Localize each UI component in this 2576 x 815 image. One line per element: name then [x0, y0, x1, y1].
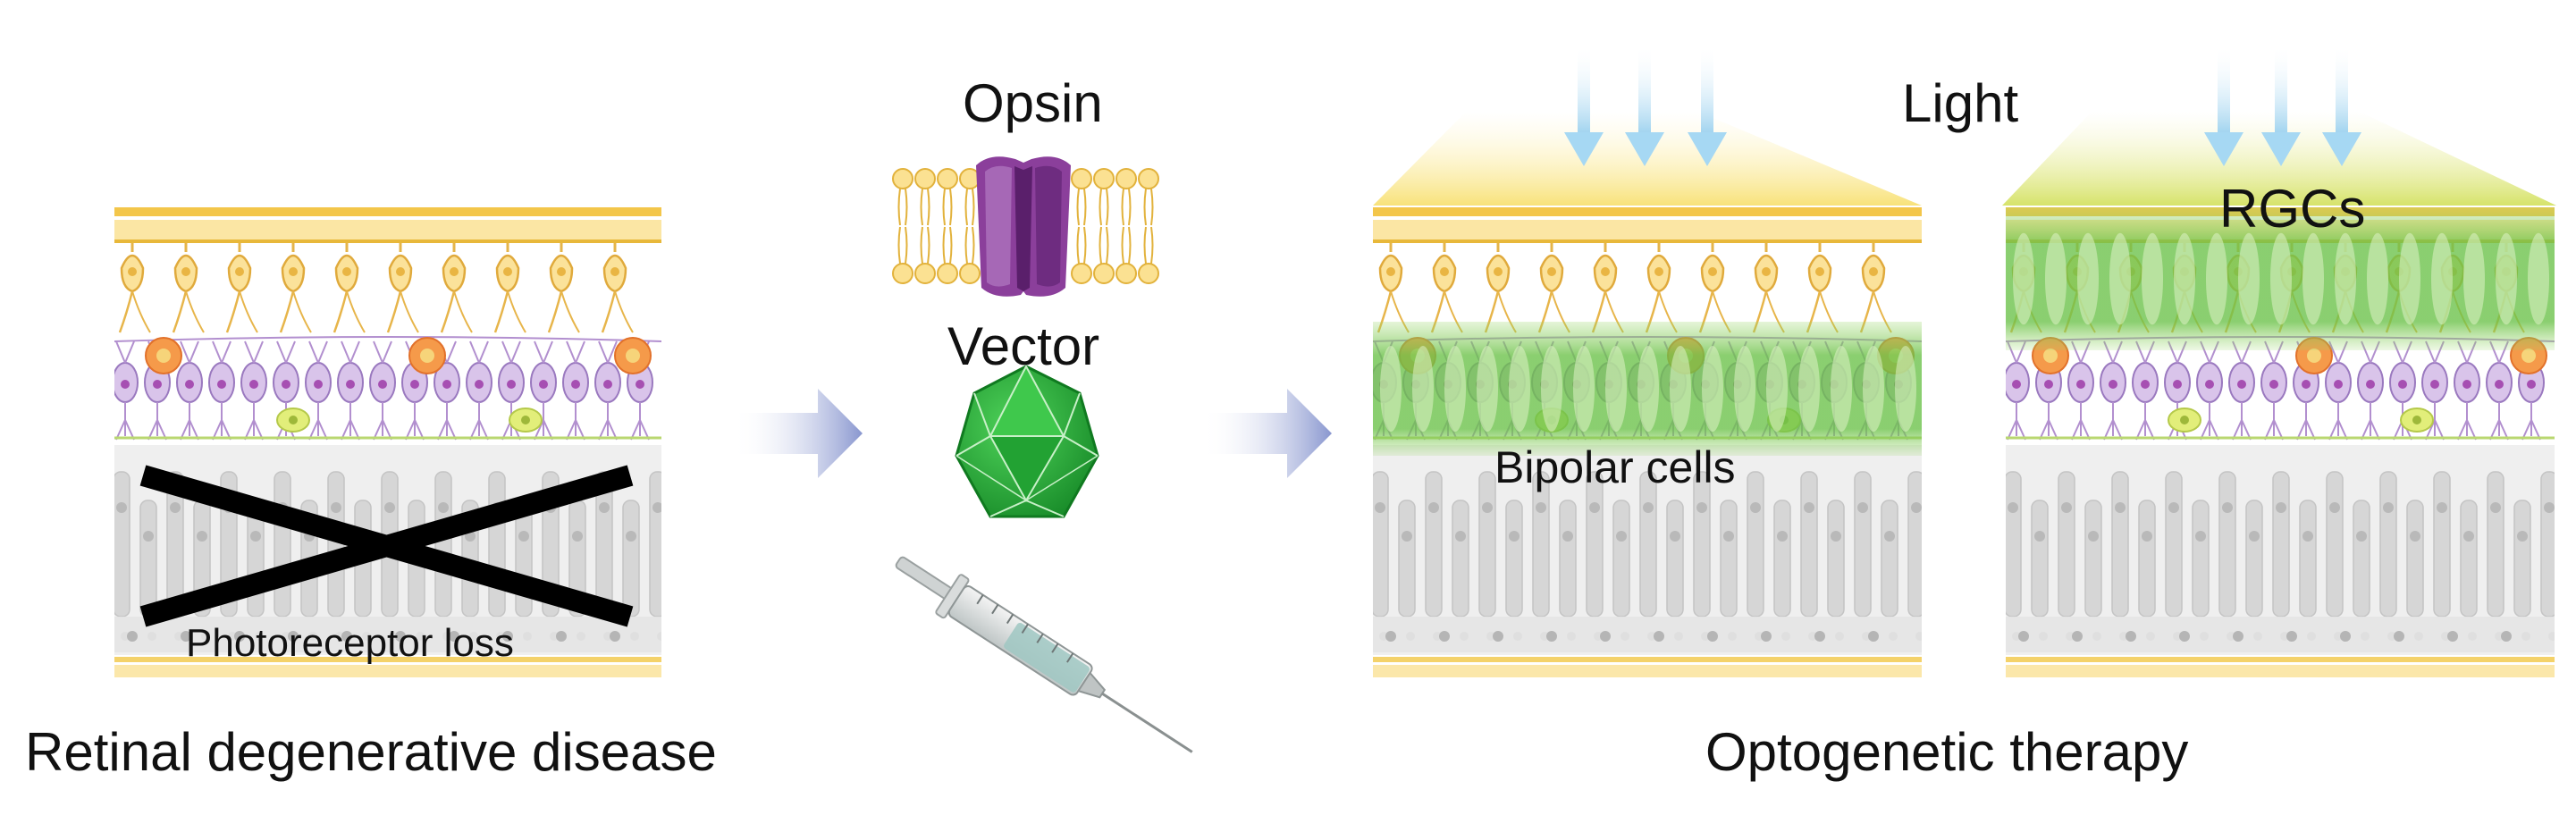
- photoreceptor-loss-x-mark: [139, 465, 634, 627]
- retinal-degenerative-disease-caption: Retinal degenerative disease: [25, 722, 717, 782]
- retina-panel-rgc-therapy: [2006, 207, 2555, 677]
- light-arrows: [1564, 45, 2361, 166]
- vector-label: Vector: [947, 316, 1100, 376]
- rgcs-label: RGCs: [2219, 179, 2366, 239]
- optogenetic-therapy-caption: Optogenetic therapy: [1705, 722, 2189, 782]
- process-arrow-1: [733, 389, 863, 478]
- bipolar-opsin-expression-glow: [1373, 322, 1922, 456]
- bipolar-cells-label: Bipolar cells: [1494, 442, 1736, 492]
- light-label: Light: [1902, 73, 2019, 133]
- opsin-channel-icon: [976, 156, 1071, 297]
- syringe-icon: [895, 556, 1193, 753]
- process-arrow-2: [1202, 389, 1332, 478]
- opsin-label: Opsin: [963, 73, 1103, 133]
- rgc-opsin-expression-glow: [2006, 207, 2555, 350]
- retina-panel-degenerated: [114, 207, 661, 677]
- opsin-membrane: [892, 168, 1159, 284]
- photoreceptor-loss-label: Photoreceptor loss: [186, 621, 514, 665]
- vector-capsid-icon: [955, 364, 1099, 518]
- retina-panel-bipolar-therapy: [1373, 207, 1922, 677]
